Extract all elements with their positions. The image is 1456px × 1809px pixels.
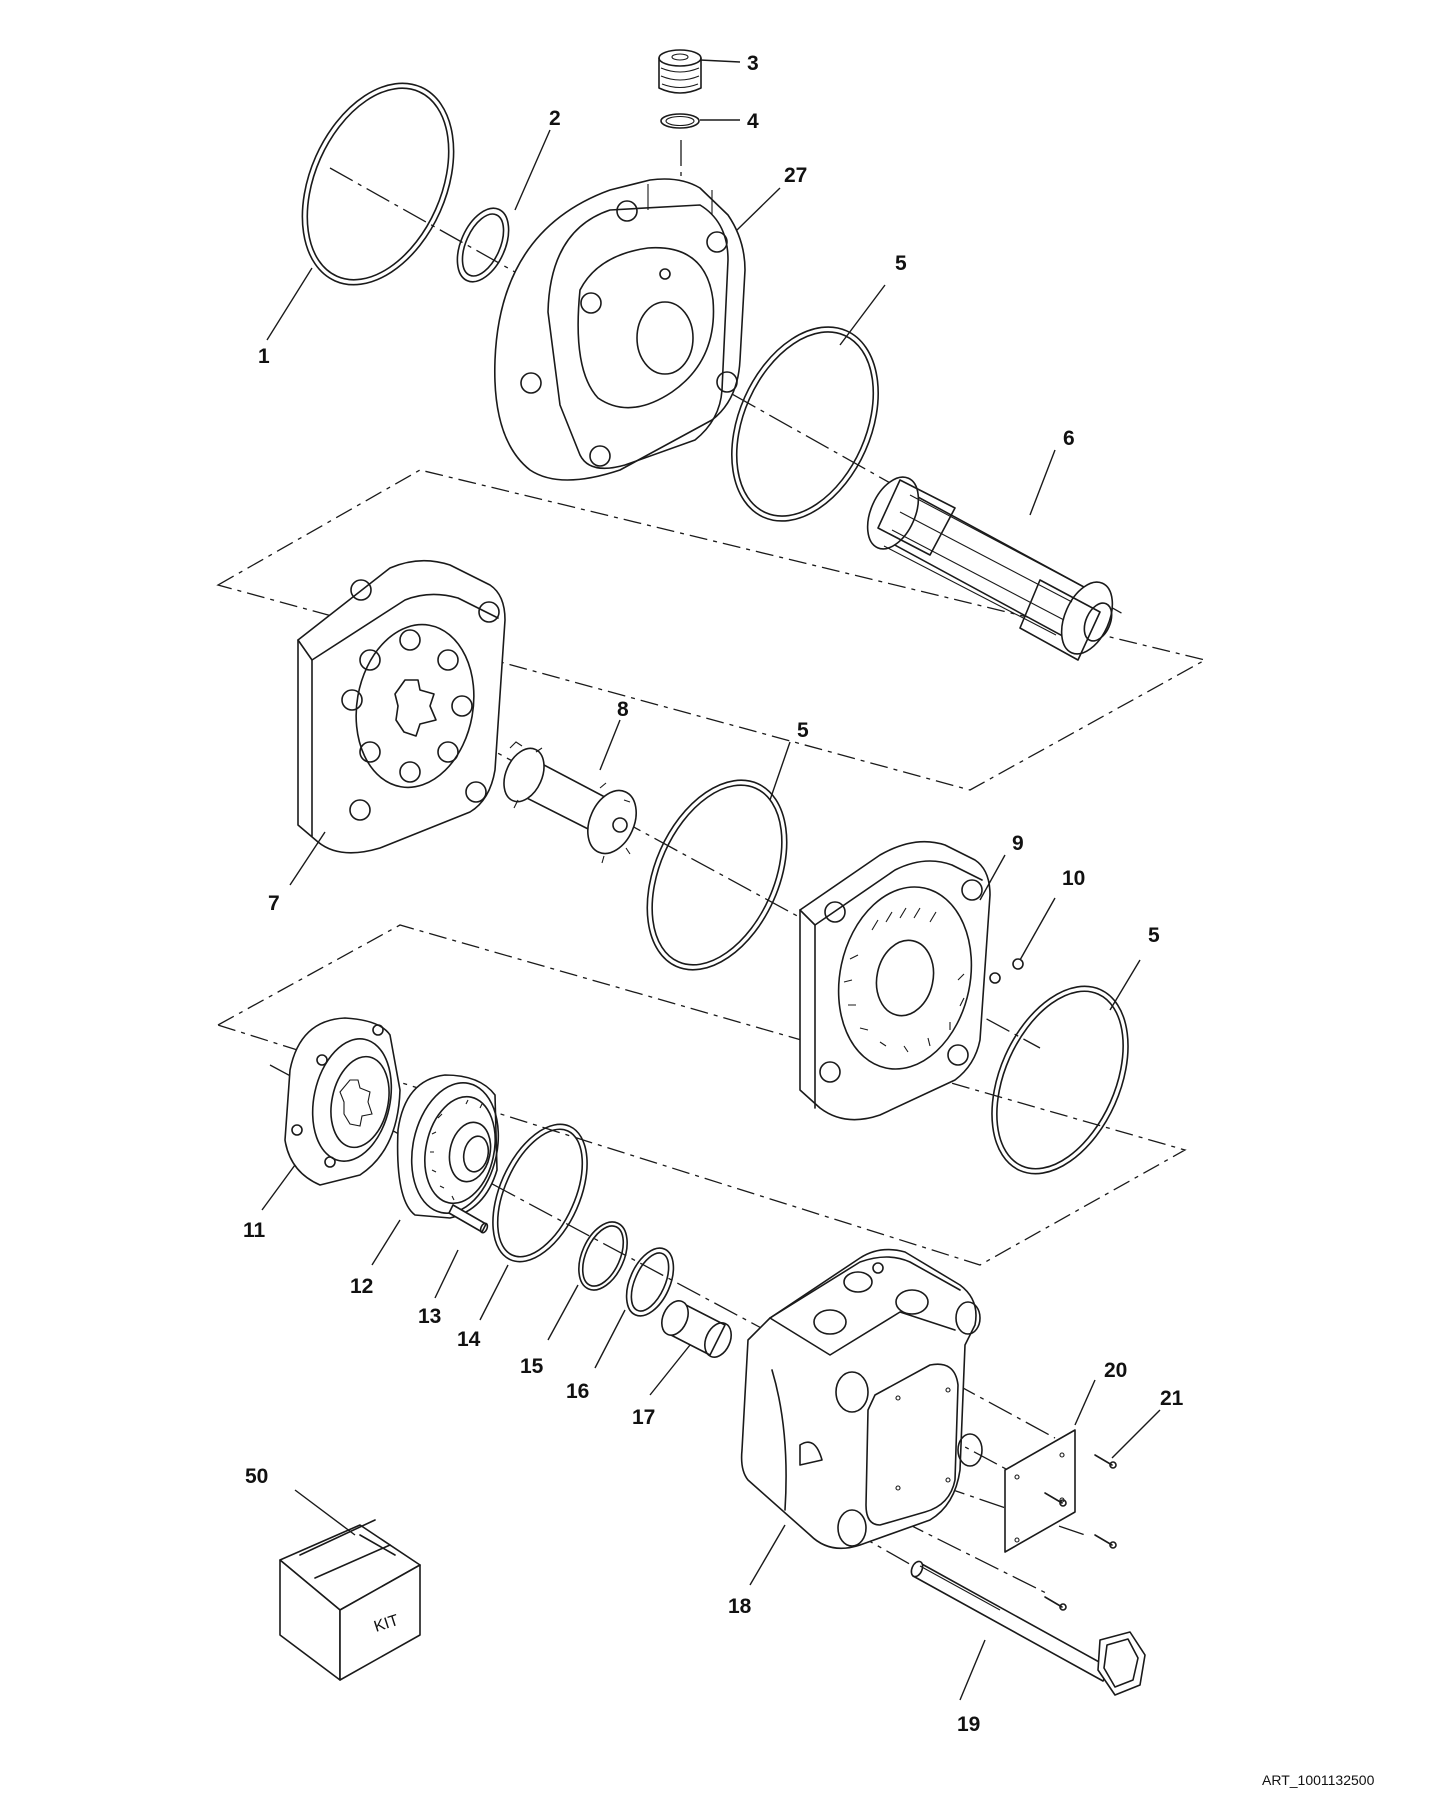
- end-cover-part: [493, 178, 746, 481]
- o-ring-large-part: [301, 82, 455, 286]
- callout-15: 15: [520, 1355, 544, 1378]
- axis-line-screw-4: [899, 1519, 1051, 1596]
- callout-20: 20: [1104, 1359, 1127, 1382]
- callout-12: 12: [350, 1275, 373, 1298]
- gerotor-housing-part: [297, 559, 506, 854]
- callout-4: 4: [747, 110, 759, 133]
- callout-9: 9: [1012, 832, 1024, 855]
- bolt-part: [910, 1560, 1146, 1696]
- nameplate-part: [1004, 1429, 1076, 1553]
- callout-13: 13: [418, 1305, 441, 1328]
- gear-shaft-part: [503, 741, 637, 864]
- group-outline-lower: [216, 924, 1187, 1266]
- callout-11: 11: [243, 1219, 266, 1242]
- callout-labels: 1 2 3 4 27 5 6 8 5 7 9 10 5 11 12 13 14 …: [243, 52, 1184, 1736]
- callout-16: 16: [566, 1380, 589, 1403]
- o-ring-small-part: [492, 1123, 588, 1263]
- callout-18: 18: [728, 1595, 752, 1618]
- drive-shaft-part: [866, 476, 1114, 661]
- callout-17: 17: [632, 1406, 655, 1429]
- o-ring-top-part: [731, 326, 879, 522]
- group-outline-upper: [216, 469, 1207, 791]
- axis-line-screw-1: [951, 1381, 1056, 1439]
- kit-box-label: KIT: [372, 1612, 401, 1636]
- valve-plate-part: [799, 840, 991, 1121]
- callout-5-lower: 5: [1148, 924, 1160, 947]
- seal-part: [625, 1247, 675, 1317]
- backup-ring-part: [578, 1221, 628, 1291]
- thrust-bearing-part: [396, 1074, 500, 1219]
- callout-5-top: 5: [895, 252, 907, 275]
- callout-27: 27: [784, 164, 807, 187]
- leader-lines: [261, 59, 1161, 1701]
- callout-2: 2: [549, 107, 561, 130]
- kit-box-part: KIT: [279, 1519, 421, 1681]
- callout-8: 8: [617, 698, 629, 721]
- o-ring-lower-part: [991, 985, 1129, 1175]
- callout-1: 1: [258, 345, 270, 368]
- main-housing-part: [740, 1248, 983, 1550]
- check-ball-part: [989, 958, 1024, 984]
- plug-part: [658, 49, 702, 94]
- seal-ring-small-part: [660, 113, 700, 129]
- callout-14: 14: [457, 1328, 481, 1351]
- callout-3: 3: [747, 52, 759, 75]
- pin-part: [448, 1204, 489, 1234]
- callout-6: 6: [1063, 427, 1075, 450]
- retaining-ring-part: [456, 207, 510, 283]
- callout-21: 21: [1160, 1387, 1184, 1410]
- callout-50: 50: [245, 1465, 268, 1488]
- callout-7: 7: [268, 892, 280, 915]
- callout-19: 19: [957, 1713, 980, 1736]
- manifold-part: [284, 1017, 401, 1186]
- callout-5-middle: 5: [797, 719, 809, 742]
- art-reference-number: ART_1001132500: [1262, 1772, 1375, 1788]
- o-ring-middle-part: [646, 779, 788, 971]
- callout-10: 10: [1062, 867, 1085, 890]
- bushing-part: [661, 1300, 732, 1358]
- drive-screw-part: [1044, 1454, 1117, 1611]
